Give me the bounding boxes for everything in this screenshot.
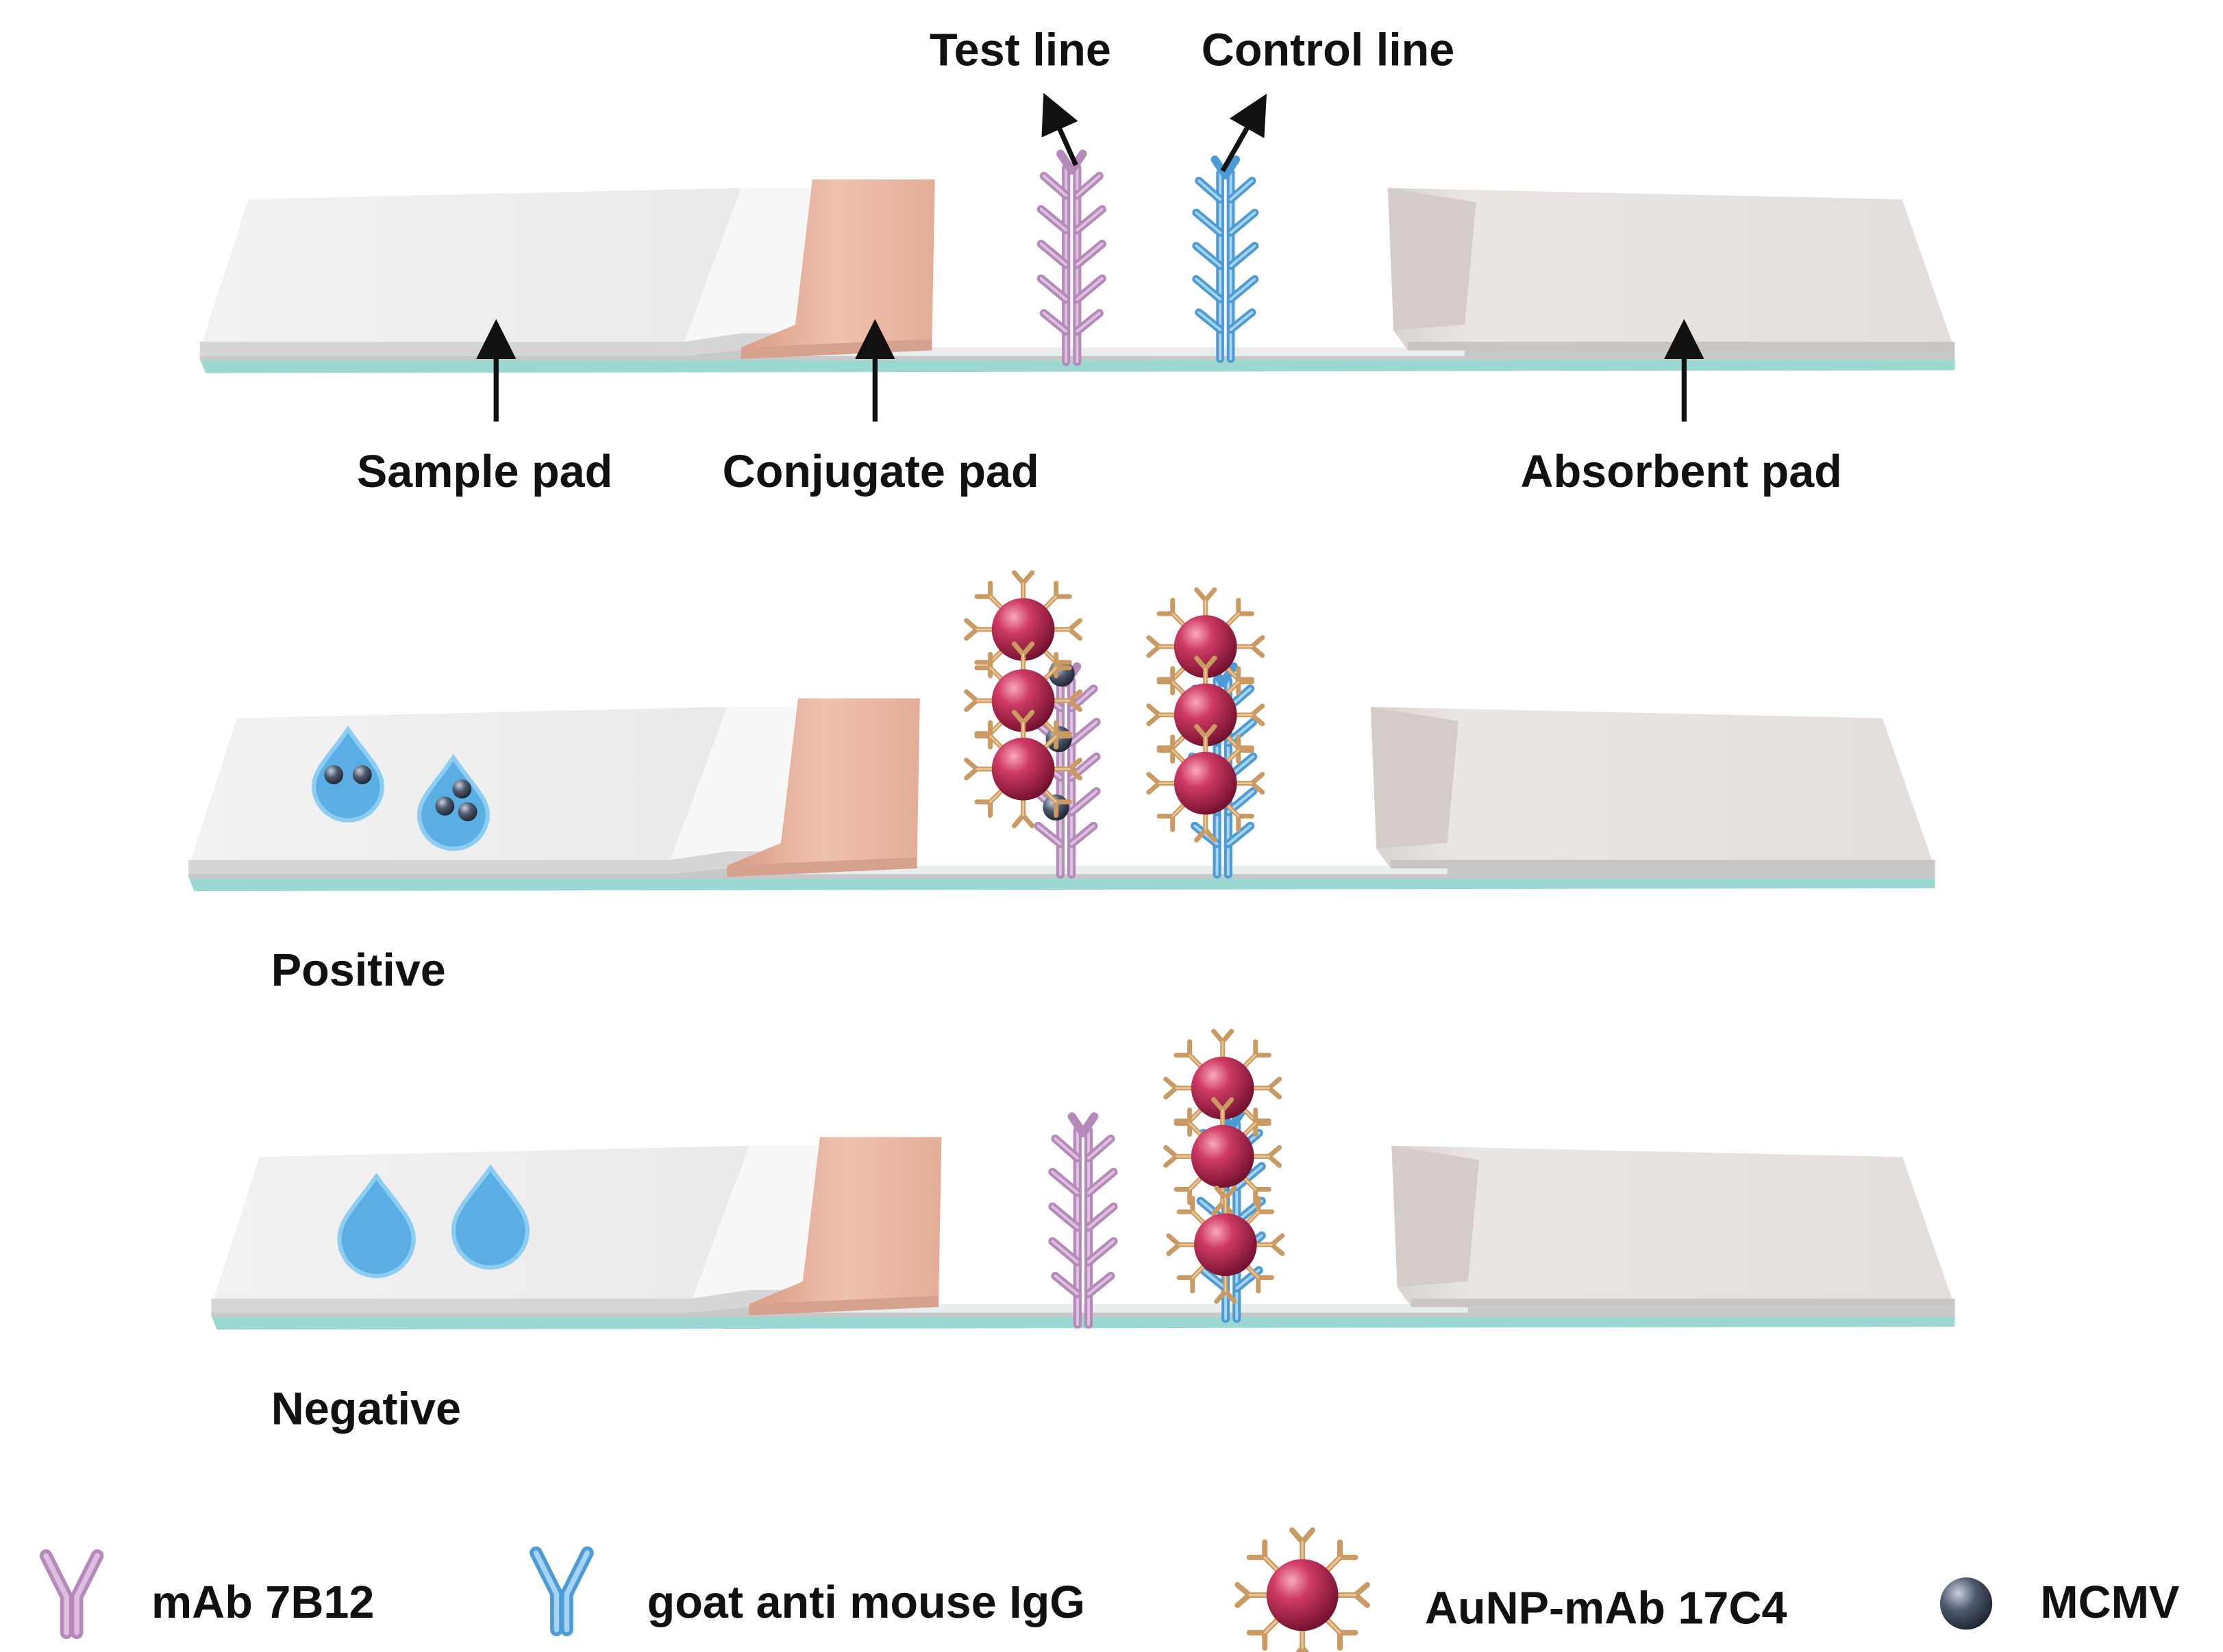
strip-structure: Test line Control line Sample pad Conjug… — [199, 25, 1955, 497]
control-line-arrow — [1220, 93, 1267, 173]
test-line-mab-7b12-column — [1041, 154, 1102, 362]
legend-item-goat-igg: goat anti mouse IgG — [536, 1553, 1085, 1629]
strip-negative: Negative — [211, 1031, 1955, 1434]
strip-positive: Positive — [188, 573, 1935, 996]
sample-droplet — [451, 1164, 530, 1270]
legend-label-aunp-mab-17c4: AuNP-mAb 17C4 — [1425, 1583, 1787, 1634]
sample-droplet — [311, 725, 385, 823]
mcmv-particle — [458, 802, 477, 822]
mcmv-particle — [324, 765, 344, 785]
legend-item-mab-7b12: mAb 7B12 — [46, 1555, 374, 1632]
sample-pad-label: Sample pad — [357, 447, 612, 497]
aunp-conjugate — [1169, 1188, 1282, 1301]
mcmv-particle — [435, 797, 455, 816]
legend-label-goat-igg: goat anti mouse IgG — [647, 1577, 1085, 1628]
mab-7b12-antibody-icon — [46, 1555, 97, 1632]
test-line-mab-7b12-column — [1052, 1116, 1113, 1325]
goat-anti-mouse-igg-antibody-icon — [536, 1553, 587, 1629]
legend-item-mcmv: MCMV — [1939, 1577, 2179, 1630]
legend-item-aunp-mab-17c4: AuNP-mAb 17C4 — [1237, 1530, 1787, 1652]
mcmv-particle — [352, 765, 372, 785]
sample-droplet — [417, 753, 490, 851]
control-line-goat-igg-column — [1196, 160, 1254, 359]
conjugate-pad-label: Conjugate pad — [723, 447, 1039, 497]
sample-droplet — [337, 1173, 416, 1279]
test-line-label: Test line — [930, 25, 1111, 76]
legend-label-mcmv: MCMV — [2040, 1577, 2179, 1628]
legend-label-mab-7b12: mAb 7B12 — [151, 1577, 374, 1628]
aunp-conjugate — [1149, 727, 1263, 840]
control-line-label: Control line — [1202, 25, 1455, 76]
aunp-mab-17c4-conjugate-icon — [1237, 1530, 1367, 1652]
test-line-arrow — [1041, 92, 1078, 166]
negative-label: Negative — [271, 1384, 461, 1434]
absorbent-pad-label: Absorbent pad — [1521, 447, 1842, 497]
mcmv-particle — [452, 779, 472, 799]
mcmv-particle-icon — [1939, 1577, 1993, 1630]
legend: mAb 7B12 goat anti mouse IgG AuNP-mAb 17… — [46, 1530, 2179, 1652]
positive-label: Positive — [271, 945, 446, 996]
